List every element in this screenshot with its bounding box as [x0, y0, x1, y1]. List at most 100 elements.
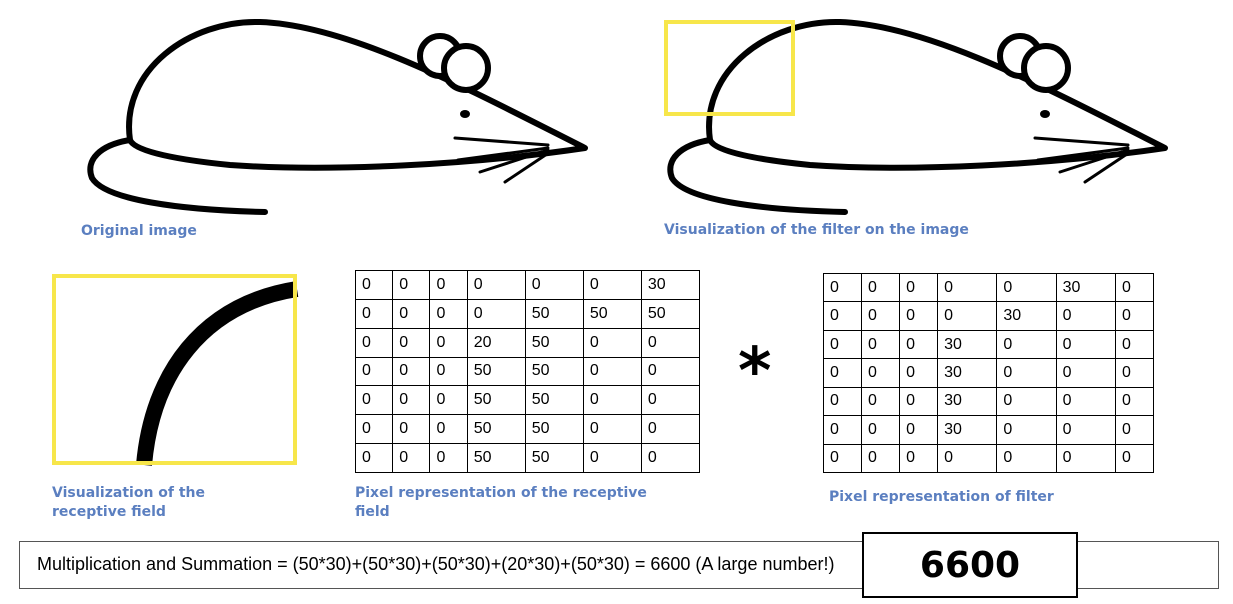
- rf-cell: 0: [640, 327, 701, 358]
- mouse-filter-visualization: [664, 18, 1168, 215]
- filter-cell: 0: [937, 443, 998, 474]
- filter-cell: 0: [899, 329, 939, 360]
- filter-cell: 0: [996, 329, 1057, 360]
- filter-cell: 0: [1055, 415, 1116, 445]
- filter-cell: 0: [996, 272, 1057, 303]
- filter-cell: 0: [1114, 358, 1155, 388]
- rf-cell: 0: [582, 270, 642, 300]
- filter-cell: 0: [937, 301, 998, 331]
- filter-cell: 0: [861, 329, 901, 360]
- rf-cell: 0: [392, 385, 431, 416]
- rf-cell: 0: [640, 385, 701, 416]
- filter-cell: 0: [822, 415, 863, 445]
- rf-cell: 50: [466, 385, 526, 416]
- filter-cell: 0: [1055, 358, 1116, 388]
- rf-cell: 50: [524, 385, 584, 416]
- filter-cell: 0: [861, 443, 901, 474]
- rf-cell: 0: [354, 356, 394, 387]
- filter-cell: 30: [996, 301, 1057, 331]
- filter-cell: 0: [996, 443, 1057, 474]
- rf-cell: 0: [640, 356, 701, 387]
- rf-cell: 50: [582, 298, 642, 329]
- rf-cell: 0: [392, 356, 431, 387]
- filter-cell: 0: [861, 301, 901, 331]
- rf-cell: 50: [466, 356, 526, 387]
- rf-cell: 0: [354, 270, 394, 300]
- formula-box: Multiplication and Summation = (50*30)+(…: [19, 541, 1219, 589]
- filter-cell: 30: [937, 386, 998, 417]
- rf-cell: 0: [392, 414, 431, 445]
- filter-cell: 0: [937, 272, 998, 303]
- filter-cell: 0: [822, 443, 863, 474]
- rf-cell: 0: [429, 327, 468, 358]
- caption-pixel-receptive-field: Pixel representation of the receptive fi…: [355, 485, 647, 520]
- filter-cell: 0: [1055, 443, 1116, 474]
- filter-cell: 0: [996, 358, 1057, 388]
- rf-cell: 0: [524, 270, 584, 300]
- rf-cell: 0: [429, 298, 468, 329]
- convolution-operator: *: [738, 335, 772, 409]
- rf-cell: 20: [466, 327, 526, 358]
- filter-cell: 0: [1114, 386, 1155, 417]
- filter-cell: 0: [822, 386, 863, 417]
- rf-cell: 0: [354, 443, 394, 473]
- filter-cell: 0: [861, 358, 901, 388]
- filter-cell: 0: [1114, 301, 1155, 331]
- rf-cell: 0: [582, 443, 642, 473]
- filter-cell: 0: [996, 386, 1057, 417]
- rf-cell: 0: [582, 414, 642, 445]
- rf-cell: 0: [392, 298, 431, 329]
- rf-cell: 0: [392, 270, 431, 300]
- rf-cell: 50: [524, 443, 584, 473]
- filter-cell: 30: [937, 358, 998, 388]
- filter-cell: 0: [1055, 329, 1116, 360]
- rf-cell: 50: [524, 414, 584, 445]
- filter-cell: 0: [822, 301, 863, 331]
- filter-cell: 0: [822, 272, 863, 303]
- filter-cell: 0: [899, 301, 939, 331]
- filter-cell: 0: [1114, 272, 1155, 303]
- rf-cell: 0: [392, 327, 431, 358]
- rf-cell: 50: [524, 356, 584, 387]
- filter-cell: 0: [1114, 443, 1155, 474]
- rf-cell: 0: [640, 414, 701, 445]
- rf-cell: 0: [466, 270, 526, 300]
- filter-cell: 30: [937, 415, 998, 445]
- rf-cell: 50: [640, 298, 701, 329]
- caption-receptive-field: Visualization of the receptive field: [52, 485, 206, 520]
- caption-pixel-filter: Pixel representation of filter: [829, 489, 1054, 505]
- caption-filter-visualization: Visualization of the filter on the image: [664, 222, 969, 238]
- formula-text: Multiplication and Summation = (50*30)+(…: [37, 554, 835, 574]
- receptive-field-zoom: [52, 274, 299, 466]
- rf-cell: 0: [582, 385, 642, 416]
- rf-cell: 50: [466, 414, 526, 445]
- filter-cell: 0: [1114, 329, 1155, 360]
- filter-cell: 0: [899, 358, 939, 388]
- rf-cell: 30: [640, 270, 701, 300]
- filter-cell: 0: [899, 415, 939, 445]
- rf-cell: 50: [524, 327, 584, 358]
- filter-cell: 0: [899, 443, 939, 474]
- filter-cell: 0: [1055, 301, 1116, 331]
- filter-cell: 0: [861, 386, 901, 417]
- rf-cell: 0: [429, 385, 468, 416]
- filter-cell: 0: [899, 272, 939, 303]
- caption-original-image: Original image: [81, 223, 197, 239]
- filter-cell: 0: [1114, 415, 1155, 445]
- result-box: 6600: [862, 532, 1078, 598]
- filter-cell: 0: [861, 415, 901, 445]
